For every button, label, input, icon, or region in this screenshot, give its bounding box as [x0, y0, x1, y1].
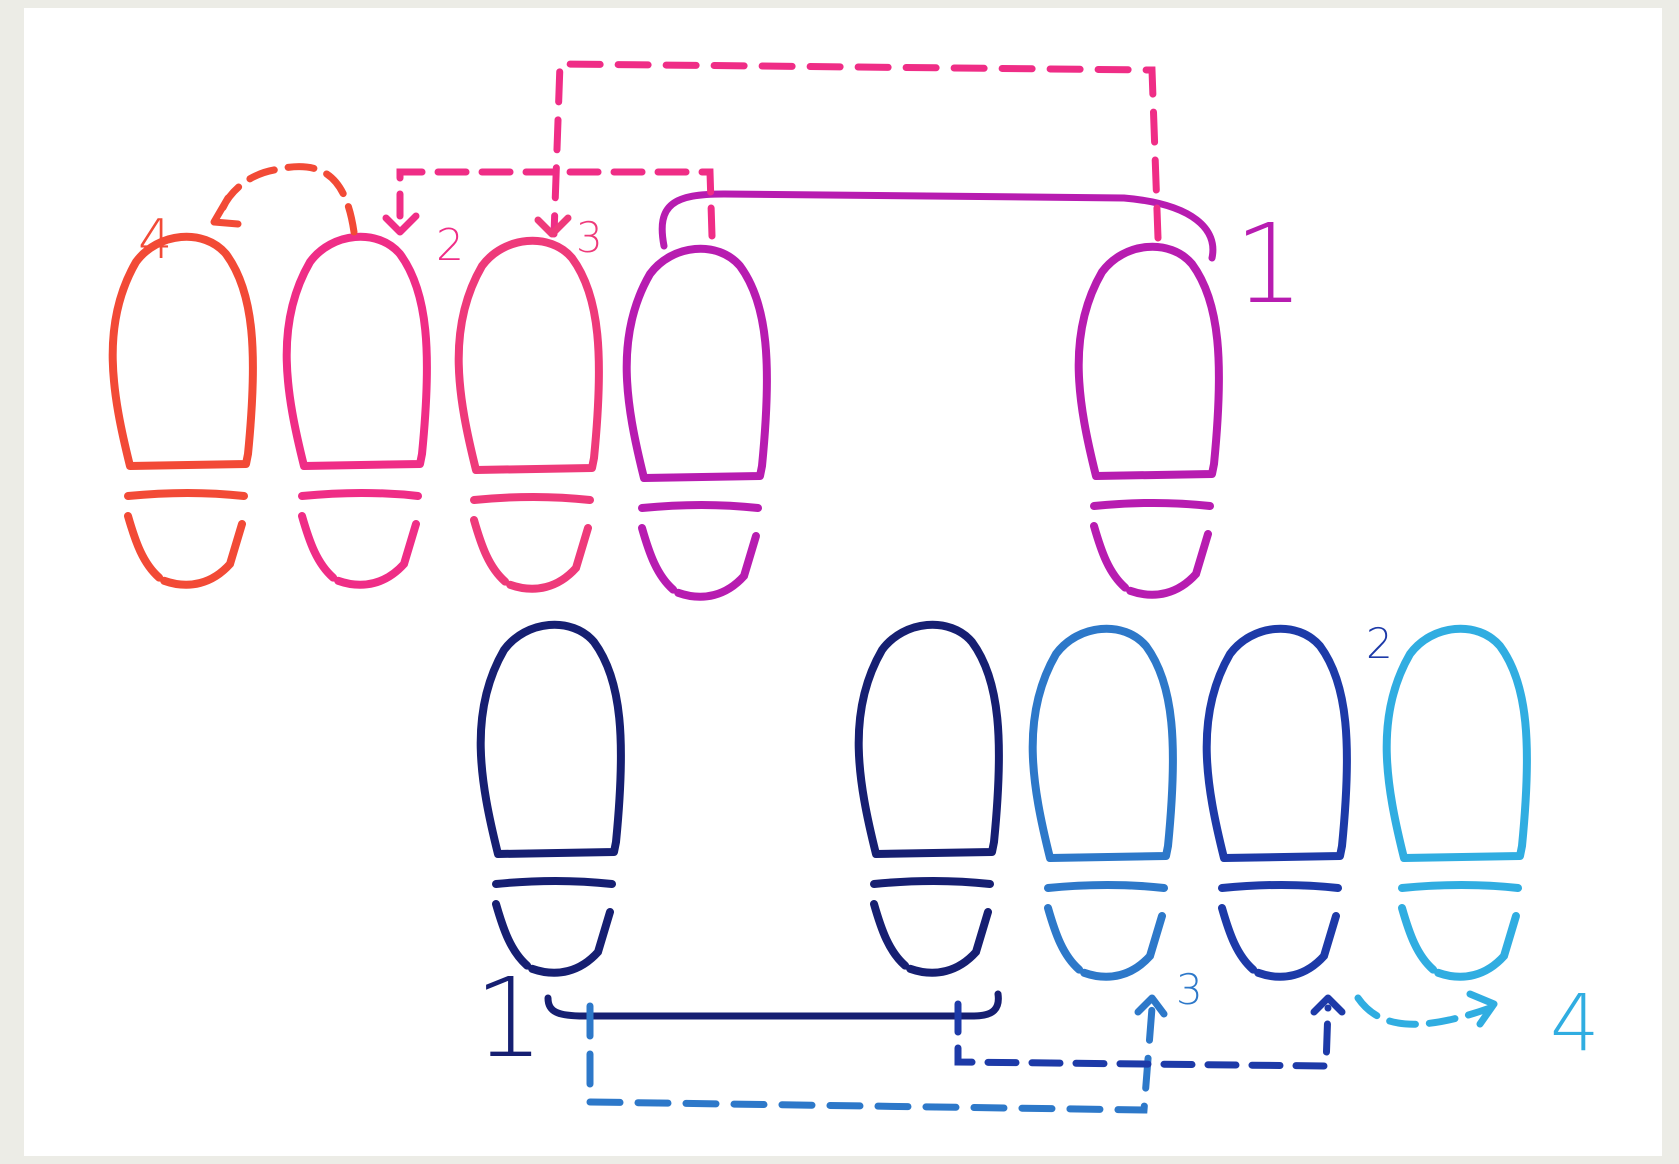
footprint-bottom-2 [1207, 629, 1347, 977]
footprint-top-1 [1079, 247, 1219, 595]
arrowhead-bottom-2 [1310, 994, 1346, 1016]
arrowhead-top-4 [210, 194, 242, 228]
label-top-4: 4 [138, 208, 172, 271]
footprint-top-a [627, 249, 767, 597]
footprint-bottom-4 [1387, 629, 1527, 977]
footprint-top-2 [287, 237, 427, 585]
arrowhead-bottom-4 [1466, 990, 1498, 1028]
footprint-top-4 [113, 237, 253, 585]
label-bottom-4: 4 [1550, 979, 1600, 1069]
footprint-bottom-3 [1033, 629, 1173, 977]
label-top-2: 2 [436, 220, 464, 271]
footprint-top-3 [459, 241, 599, 589]
footprint-bottom-1b [859, 625, 999, 973]
label-bottom-1: 1 [474, 954, 544, 1082]
bottom-dashed-curve [1354, 994, 1494, 1028]
bottom-solid-bracket [544, 990, 1002, 1020]
bottom-dashed-to-2 [954, 1000, 1332, 1070]
label-top-3: 3 [576, 213, 603, 262]
top-dashed-mid [396, 168, 716, 240]
label-bottom-2: 2 [1366, 619, 1393, 668]
footsteps-diagram: 4 2 3 1 1 3 2 4 [24, 60, 1600, 1114]
label-top-1: 1 [1234, 200, 1304, 328]
label-bottom-3: 3 [1176, 965, 1203, 1014]
arrowhead-top-3 [534, 214, 572, 238]
bottom-dashed-to-3 [586, 1002, 1156, 1114]
arrowhead-bottom-3 [1134, 994, 1168, 1018]
arrowhead-top-2 [382, 212, 420, 236]
footprint-bottom-1a [481, 625, 621, 973]
top-dashed-loop [550, 60, 1162, 242]
drawing-canvas: 4 2 3 1 1 3 2 4 [24, 8, 1662, 1156]
top-solid-bracket [658, 190, 1217, 262]
